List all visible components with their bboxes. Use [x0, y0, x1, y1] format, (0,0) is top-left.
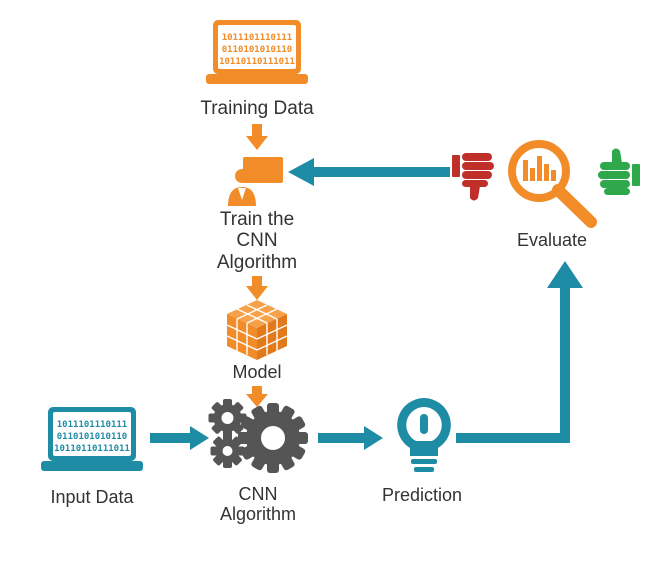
arrow-evaluate-to-train [288, 158, 450, 186]
arrow-prediction-to-evaluate [456, 261, 583, 443]
cube-grid-icon [226, 300, 288, 360]
cnn-algorithm-label: CNN Algorithm [193, 484, 323, 524]
train-cnn-label-line-2: CNN [236, 230, 278, 252]
model-label: Model [232, 362, 282, 382]
training-bits-line-2: 0110101010110 [222, 45, 292, 55]
input-bits-line-3: 10110110111011 [54, 444, 130, 454]
prediction-label: Prediction [381, 485, 463, 505]
presenter-board-icon [228, 157, 283, 206]
arrow-input-to-cnn [150, 426, 209, 450]
input-data-label: Input Data [50, 487, 134, 507]
arrow-cnn-to-prediction [318, 426, 383, 450]
arrow-training-to-train [246, 124, 268, 150]
input-bits-line-1: 1011101110111 [57, 420, 127, 430]
cnn-algorithm-label-line-1: CNN [238, 484, 278, 504]
laptop-binary-icon: 1011101110111 0110101010110 101101101110… [206, 20, 308, 84]
gears-icon [208, 399, 308, 473]
arrow-train-to-model [246, 276, 268, 300]
laptop-binary-icon: 1011101110111 0110101010110 101101101110… [41, 407, 143, 471]
train-cnn-label: Train the CNN Algorithm [177, 209, 337, 273]
train-cnn-label-line-3: Algorithm [216, 251, 298, 273]
evaluate-label: Evaluate [516, 230, 588, 250]
thumbs-up-icon [598, 148, 640, 195]
magnifier-chart-icon [508, 140, 597, 228]
cnn-algorithm-label-line-2: Algorithm [219, 504, 297, 525]
arrow-model-to-cnn [246, 386, 268, 407]
training-bits-line-1: 1011101110111 [222, 33, 292, 43]
training-bits-line-3: 10110110111011 [219, 57, 295, 67]
train-cnn-label-line-1: Train the [219, 209, 295, 230]
training-data-label: Training Data [200, 98, 314, 119]
lightbulb-icon [397, 398, 451, 472]
thumbs-down-icon [452, 153, 494, 201]
input-bits-line-2: 0110101010110 [57, 432, 127, 442]
